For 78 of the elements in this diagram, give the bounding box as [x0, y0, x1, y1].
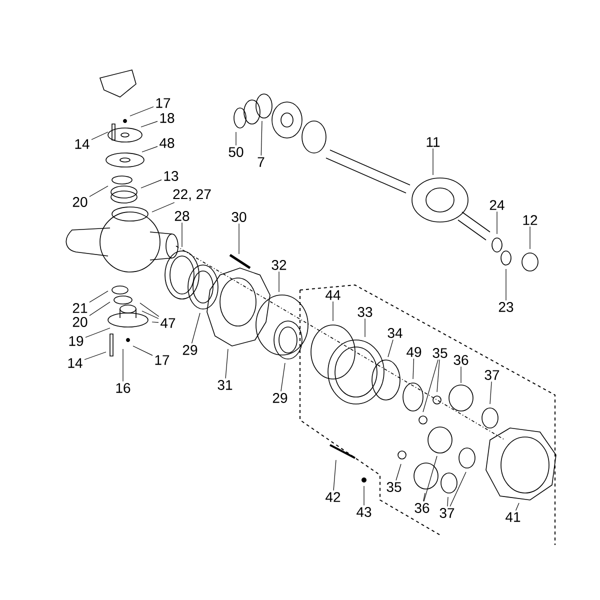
leader-line: [130, 106, 154, 116]
leader-line: [388, 339, 394, 358]
leader-line: [238, 223, 240, 254]
callout-number: 24: [490, 200, 504, 210]
callout-number: 35: [432, 348, 448, 358]
leader-line: [84, 352, 106, 360]
callout-number: 14: [75, 139, 90, 149]
leader-line: [260, 120, 262, 156]
leader-line: [192, 312, 200, 344]
leader-line: [85, 328, 110, 338]
leader-line: [364, 318, 366, 338]
leader-line: [89, 302, 110, 316]
leader-line: [122, 348, 124, 382]
callout-number: 22, 27: [173, 189, 211, 201]
leader-line: [89, 290, 108, 303]
callout-number: 17: [155, 355, 170, 365]
leader-line: [396, 464, 402, 481]
leader-line: [496, 211, 498, 234]
callout-number: 13: [164, 171, 178, 181]
leader-line: [91, 132, 108, 140]
callout-number: 48: [160, 138, 174, 148]
leader-line: [447, 496, 448, 507]
callout-number: 37: [440, 508, 454, 518]
leader-line: [142, 146, 158, 152]
leader-line: [424, 456, 438, 502]
leader-line: [225, 348, 228, 379]
callout-number: 14: [68, 358, 82, 368]
leader-line: [140, 302, 160, 317]
leader-line: [280, 362, 286, 392]
callout-number: 36: [414, 503, 430, 513]
callout-number: 28: [174, 211, 190, 221]
callout-number: 32: [272, 260, 286, 270]
callout-number: 19: [69, 336, 84, 346]
callout-number: 31: [218, 380, 232, 390]
leader-line: [152, 202, 175, 212]
leader-line: [278, 271, 280, 292]
callout-number: 18: [160, 113, 174, 123]
callout-number: 29: [182, 345, 198, 355]
leader-line: [142, 310, 159, 319]
leader-line: [89, 186, 108, 197]
callout-number: 20: [72, 197, 88, 207]
callout-number: 34: [388, 328, 402, 338]
callout-number: 42: [326, 492, 340, 502]
callout-number: 36: [454, 355, 468, 365]
callout-number: 49: [406, 347, 422, 357]
leader-line: [152, 322, 159, 323]
callout-number: 12: [523, 215, 538, 225]
callout-number: 16: [116, 383, 130, 393]
leader-line: [132, 346, 153, 356]
callout-number: 11: [426, 137, 440, 147]
callout-number: 44: [326, 290, 340, 300]
leader-line: [332, 301, 334, 322]
leader-line: [436, 359, 440, 392]
leader-line: [423, 492, 426, 502]
callout-number: 50: [228, 147, 244, 157]
callout-number: 37: [484, 370, 500, 380]
leader-line: [333, 460, 336, 491]
leader-line: [140, 180, 162, 188]
callout-number: 47: [160, 318, 176, 328]
callout-number: 21: [72, 303, 88, 313]
callout-number: 7: [258, 157, 264, 167]
callout-number: 35: [386, 482, 402, 492]
callout-number: 43: [356, 507, 372, 517]
leader-line: [140, 120, 158, 128]
leader-line: [516, 502, 520, 511]
callout-number: 29: [272, 393, 288, 403]
callout-number: 20: [72, 317, 88, 327]
callout-number: 33: [358, 307, 372, 317]
leader-line: [422, 359, 438, 412]
leader-line: [412, 358, 414, 380]
leader-line: [450, 472, 466, 507]
leader-line: [432, 148, 434, 176]
callout-number: 23: [498, 302, 514, 312]
callout-number: 17: [156, 98, 170, 108]
callout-number: 41: [506, 512, 520, 522]
leader-line: [460, 366, 462, 384]
callout-number: 30: [232, 212, 246, 222]
leader-line: [490, 381, 492, 404]
